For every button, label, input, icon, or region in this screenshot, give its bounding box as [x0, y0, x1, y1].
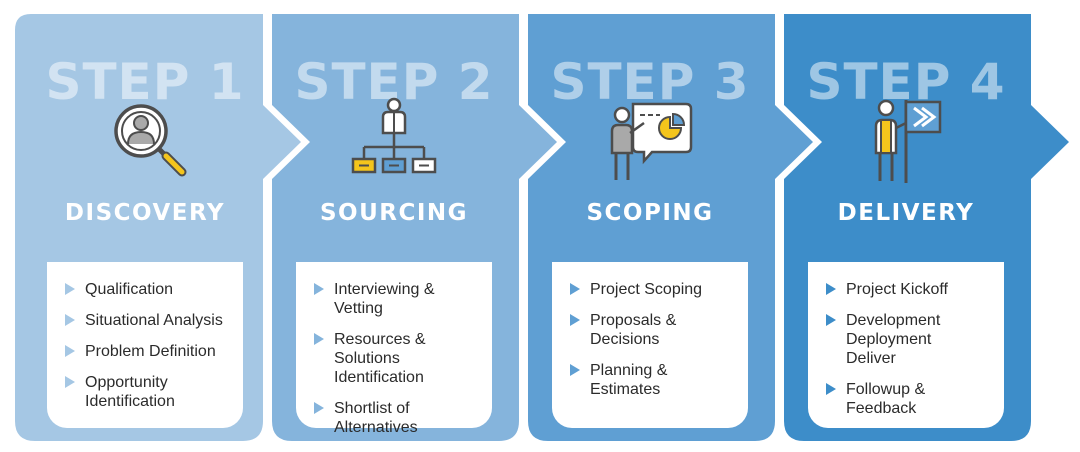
list-item: Project Scoping: [570, 280, 740, 299]
list-item: Problem Definition: [65, 342, 235, 361]
bullet-arrow-icon: [826, 383, 836, 395]
bullet-arrow-icon: [570, 283, 580, 295]
org-chart-icon: [351, 97, 437, 174]
step-3-number: STEP 3: [550, 53, 750, 111]
bullet-arrow-icon: [65, 345, 75, 357]
bullet-arrow-icon: [314, 402, 324, 414]
bullet-arrow-icon: [826, 314, 836, 326]
bullet-arrow-icon: [65, 314, 75, 326]
bullet-arrow-icon: [65, 376, 75, 388]
step-4-card: Project Kickoff Development Deployment D…: [808, 262, 1004, 428]
step-1-number: STEP 1: [45, 53, 245, 111]
bullet-arrow-icon: [826, 283, 836, 295]
step-2-card: Interviewing & Vetting Resources & Solut…: [296, 262, 492, 436]
presentation-icon: [610, 102, 693, 180]
list-item: Qualification: [65, 280, 235, 299]
list-item: Situational Analysis: [65, 311, 235, 330]
magnifier-person-icon: [114, 104, 187, 177]
step-3-list: Project Scoping Proposals & Decisions Pl…: [552, 262, 748, 399]
step-3-title: SCOPING: [586, 200, 714, 226]
step-3-card: Project Scoping Proposals & Decisions Pl…: [552, 262, 748, 428]
bullet-arrow-icon: [570, 364, 580, 376]
step-2: STEP 2 SOURCING Interviewing & Vetting R…: [276, 0, 512, 452]
step-2-list: Interviewing & Vetting Resources & Solut…: [296, 262, 492, 437]
list-item: Development Deployment Deliver: [826, 311, 996, 368]
flag-person-icon: [874, 99, 942, 183]
step-1-list: Qualification Situational Analysis Probl…: [47, 262, 243, 411]
step-4-list: Project Kickoff Development Deployment D…: [808, 262, 1004, 418]
list-item: Resources & Solutions Identification: [314, 330, 484, 387]
step-1-card: Qualification Situational Analysis Probl…: [47, 262, 243, 428]
list-item: Proposals & Decisions: [570, 311, 740, 349]
step-3: STEP 3 SCOPING Project Scoping Proposals…: [532, 0, 768, 452]
bullet-arrow-icon: [65, 283, 75, 295]
step-4: STEP 4 DELIVERY Project Kickoff Developm…: [788, 0, 1024, 452]
list-item: Shortlist of Alternatives: [314, 399, 484, 437]
list-item: Interviewing & Vetting: [314, 280, 484, 318]
list-item: Opportunity Identification: [65, 373, 235, 411]
step-1: STEP 1 DISCOVERY Qualification Situation…: [27, 0, 263, 452]
step-2-title: SOURCING: [319, 200, 469, 226]
step-1-title: DISCOVERY: [64, 200, 226, 226]
step-4-title: DELIVERY: [837, 200, 975, 226]
bullet-arrow-icon: [570, 314, 580, 326]
bullet-arrow-icon: [314, 283, 324, 295]
list-item: Followup & Feedback: [826, 380, 996, 418]
list-item: Project Kickoff: [826, 280, 996, 299]
bullet-arrow-icon: [314, 333, 324, 345]
list-item: Planning & Estimates: [570, 361, 740, 399]
